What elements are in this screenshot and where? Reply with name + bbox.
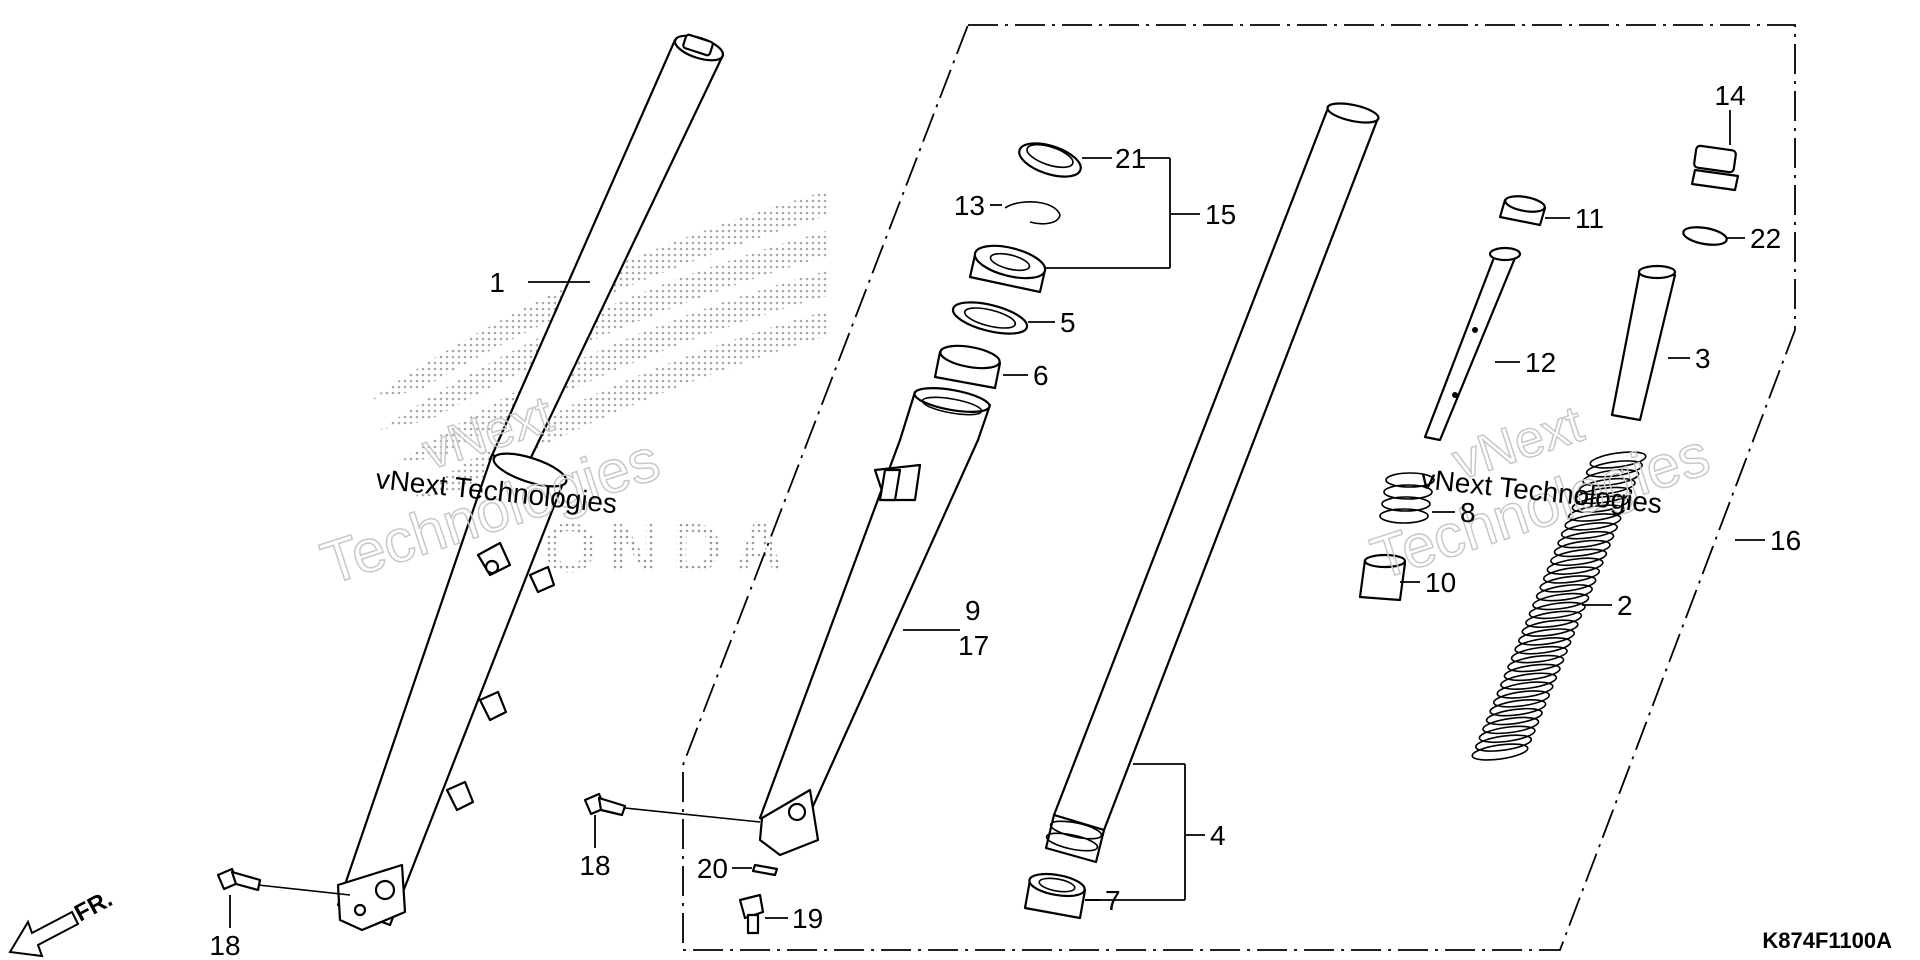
part-8-rebound-spring (1379, 472, 1435, 524)
spring-coil (1517, 628, 1576, 646)
spring-coil (1575, 486, 1633, 505)
spring-coil (1535, 583, 1593, 602)
label-11: 11 (1575, 203, 1604, 234)
spring-coil (1546, 557, 1604, 575)
spring-coil (1589, 451, 1647, 469)
spring-coil (1585, 460, 1643, 478)
spring-coil (1582, 468, 1640, 487)
part-10-piece (1358, 553, 1407, 602)
label-2: 2 (1617, 590, 1633, 621)
spring-coil (1496, 681, 1554, 699)
spring-coil (1471, 743, 1529, 761)
part-13-clip (1004, 201, 1061, 225)
part-22-o-ring (1682, 226, 1728, 246)
assembly-boundary (682, 24, 1796, 951)
label-8: 8 (1460, 497, 1476, 528)
spring-coil (1521, 619, 1579, 637)
spring-coil (1514, 637, 1572, 655)
label-21: 21 (1115, 143, 1146, 174)
spring-coil (1507, 654, 1565, 673)
label-20: 20 (697, 853, 728, 884)
spring-coil (1542, 566, 1601, 584)
spring-coil (1564, 513, 1622, 531)
spring-coil (1557, 530, 1615, 549)
label-22: 22 (1750, 223, 1781, 254)
label-12: 12 (1525, 347, 1556, 378)
label-13: 13 (954, 190, 985, 221)
spring-coil (1532, 592, 1590, 611)
spring-coil (1485, 707, 1543, 726)
spring-coil (1525, 610, 1583, 629)
label-17: 17 (958, 630, 989, 661)
label-15: 15 (1205, 199, 1236, 230)
label-10: 10 (1425, 567, 1456, 598)
label-4: 4 (1210, 820, 1226, 851)
label-6: 6 (1033, 360, 1049, 391)
front-direction-arrow: FR. (8, 885, 117, 958)
spring-coil (1510, 645, 1568, 664)
callout-labels: 1 21 13 15 5 6 9 17 4 7 11 12 8 10 14 22… (209, 80, 1801, 960)
spring-coil (1500, 672, 1558, 690)
spring-coil (1539, 575, 1597, 593)
spring-coil (1571, 495, 1629, 513)
label-18: 18 (579, 850, 610, 881)
spring-coil (1492, 690, 1550, 708)
diagram-code: K874F1100A (1762, 928, 1892, 953)
label-16: 16 (1770, 525, 1801, 556)
part-18-bolt-left (216, 867, 351, 896)
part-2-fork-spring (1471, 451, 1647, 761)
part-18-bolt-middle (583, 792, 761, 823)
spring-coil (1482, 716, 1540, 735)
part-6-guide-bushing (933, 344, 1002, 390)
part-1-fork-leg (336, 33, 725, 932)
part-5-washer (951, 301, 1029, 335)
part-4-fork-tube (1044, 102, 1380, 864)
label-14: 14 (1714, 80, 1745, 111)
label-7: 7 (1105, 885, 1121, 916)
part-14-fork-bolt (1690, 144, 1740, 192)
label-18: 18 (209, 930, 240, 960)
part-9-bottom-case (758, 387, 992, 857)
label-5: 5 (1060, 307, 1076, 338)
spring-coil (1578, 477, 1636, 496)
part-11-ring (1498, 195, 1547, 227)
part-20-pin (751, 863, 779, 877)
spring-coil (1550, 548, 1608, 567)
spring-coil (1475, 734, 1533, 752)
label-19: 19 (792, 903, 823, 934)
part-19-bolt (738, 893, 765, 935)
spring-coil (1528, 601, 1586, 620)
part-15-oil-seal (968, 244, 1047, 294)
spring-coil (1489, 699, 1547, 717)
part-3-spacer (1610, 264, 1677, 422)
label-1: 1 (489, 267, 505, 298)
label-9: 9 (965, 595, 981, 626)
spring-coil (1553, 539, 1611, 558)
part-7-bushing (1023, 872, 1087, 920)
spring-coil (1560, 522, 1618, 540)
part-21-dust-seal (1018, 142, 1082, 178)
spring-coil (1503, 663, 1561, 682)
spring-coil (1478, 725, 1536, 744)
spring-coil (1568, 504, 1626, 522)
label-3: 3 (1695, 343, 1711, 374)
leader-lines (229, 110, 1765, 928)
part-12-damper-rod (1423, 246, 1522, 442)
